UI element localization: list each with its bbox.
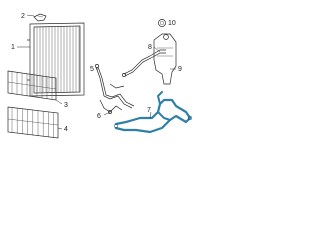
radiator-part — [27, 22, 85, 97]
callout-9: 9 — [178, 66, 182, 73]
callout-4: 4 — [64, 126, 68, 133]
callout-5: 5 — [90, 66, 94, 73]
bracket-part — [33, 13, 47, 22]
callout-7: 7 — [147, 107, 151, 114]
leader-lines — [17, 14, 176, 130]
coolant-pipe-part — [95, 64, 135, 114]
reservoir-hose-part — [122, 49, 166, 77]
callout-1: 1 — [11, 44, 15, 51]
callout-3: 3 — [64, 102, 68, 109]
callout-2: 2 — [21, 13, 25, 20]
callout-10: 10 — [168, 20, 176, 27]
expansion-tank-part — [153, 33, 177, 85]
reservoir-cap-part — [158, 19, 166, 27]
highlighted-coolant-hose-part — [113, 91, 193, 134]
cooling-system-parts-diagram: 2 1 3 4 5 6 8 10 9 7 — [7, 13, 193, 139]
callout-6: 6 — [97, 113, 101, 120]
callout-8: 8 — [148, 44, 152, 51]
air-deflector-lower-part — [7, 106, 59, 139]
